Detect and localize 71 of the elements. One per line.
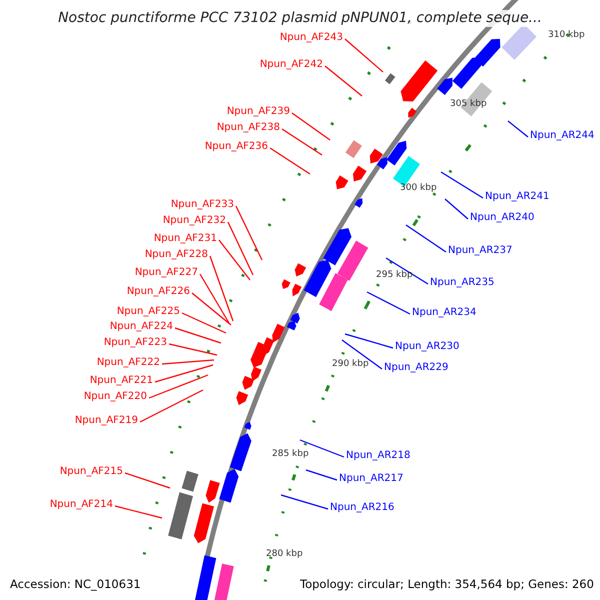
gene-label: Npun_AR235 [430,277,494,289]
gene-label: Npun_AF215 [60,466,123,478]
gene-label: Npun_AF227 [134,267,198,279]
gene-label: Npun_AF243 [280,32,343,44]
gene-label: Npun_AR240 [470,212,534,224]
gene-label: Npun_AR218 [346,450,410,462]
leader-line [199,274,230,324]
gene-label: Npun_AF233 [170,199,234,211]
gene-label: Npun_AF223 [104,337,167,349]
gene-label: Npun_AF226 [126,286,190,298]
gene-label: Npun_AF214 [50,499,113,511]
scale-label: 310 kbp [548,30,585,41]
scale-label: 300 kbp [400,183,437,194]
leader-line [280,494,328,510]
scale-label: 285 kbp [272,449,309,460]
gene-label: Npun_AR234 [412,307,476,319]
leader-line [386,257,428,285]
leader-line [344,333,394,349]
leader-line [227,222,254,276]
gene-label: Npun_AF242 [260,59,323,71]
gene-label: Npun_AF228 [144,249,208,261]
leader-line [344,38,384,72]
gene-label: Npun_AR237 [448,245,512,257]
gene-label: Npun_AR216 [330,502,394,514]
gene-label: Npun_AF225 [116,306,180,318]
leader-line [508,120,528,138]
leader-line [300,439,344,458]
leader-line [406,224,446,252]
leader-line [168,343,218,356]
leader-line [140,389,204,423]
info-text: Topology: circular; Length: 354,564 bp; Genes: 260 [300,577,594,591]
leader-line [306,469,338,481]
gene-label: Npun_AF219 [74,415,138,427]
leader-line [148,374,208,399]
scale-label: 280 kbp [266,549,303,560]
leader-line [342,340,382,370]
gene-label: Npun_AF231 [154,233,217,245]
gene-label: Npun_AF232 [162,215,226,227]
gene-label: Npun_AR244 [530,130,594,142]
gene-label: Npun_AF238 [216,122,280,134]
scale-label: 295 kbp [376,270,413,281]
leader-line [440,171,484,199]
scale-label: 290 kbp [332,359,369,370]
gene-label: Npun_AF236 [204,141,268,153]
gene-label: Npun_AR217 [339,473,404,485]
leader-line [114,505,162,519]
leader-line [444,198,468,220]
leader-line [209,256,234,322]
leader-line [324,66,362,96]
leader-line [182,312,226,334]
leader-line [366,291,410,315]
gene-label: Npun_AR230 [395,341,460,353]
leader-line [124,472,170,489]
gene-label: Npun_AF220 [84,391,147,403]
leader-line [270,148,310,174]
leader-line [282,128,322,156]
scale-label: 305 kbp [450,99,487,110]
leader-line [162,359,214,365]
leader-line [292,112,330,140]
gene-label: Npun_AF239 [226,106,290,118]
info-text: Accession: NC_010631 [10,577,141,591]
leader-line [192,292,232,326]
gene-label: Npun_AF222 [96,357,160,369]
leader-line [218,240,250,280]
gene-label: Npun_AR229 [384,362,448,374]
gene-label: Npun_AF221 [90,375,153,387]
leader-line [235,206,263,260]
gene-label: Npun_AR241 [485,191,550,203]
leader-line [174,327,222,344]
gene-label: Npun_AF224 [110,321,173,333]
leader-line [154,364,214,383]
